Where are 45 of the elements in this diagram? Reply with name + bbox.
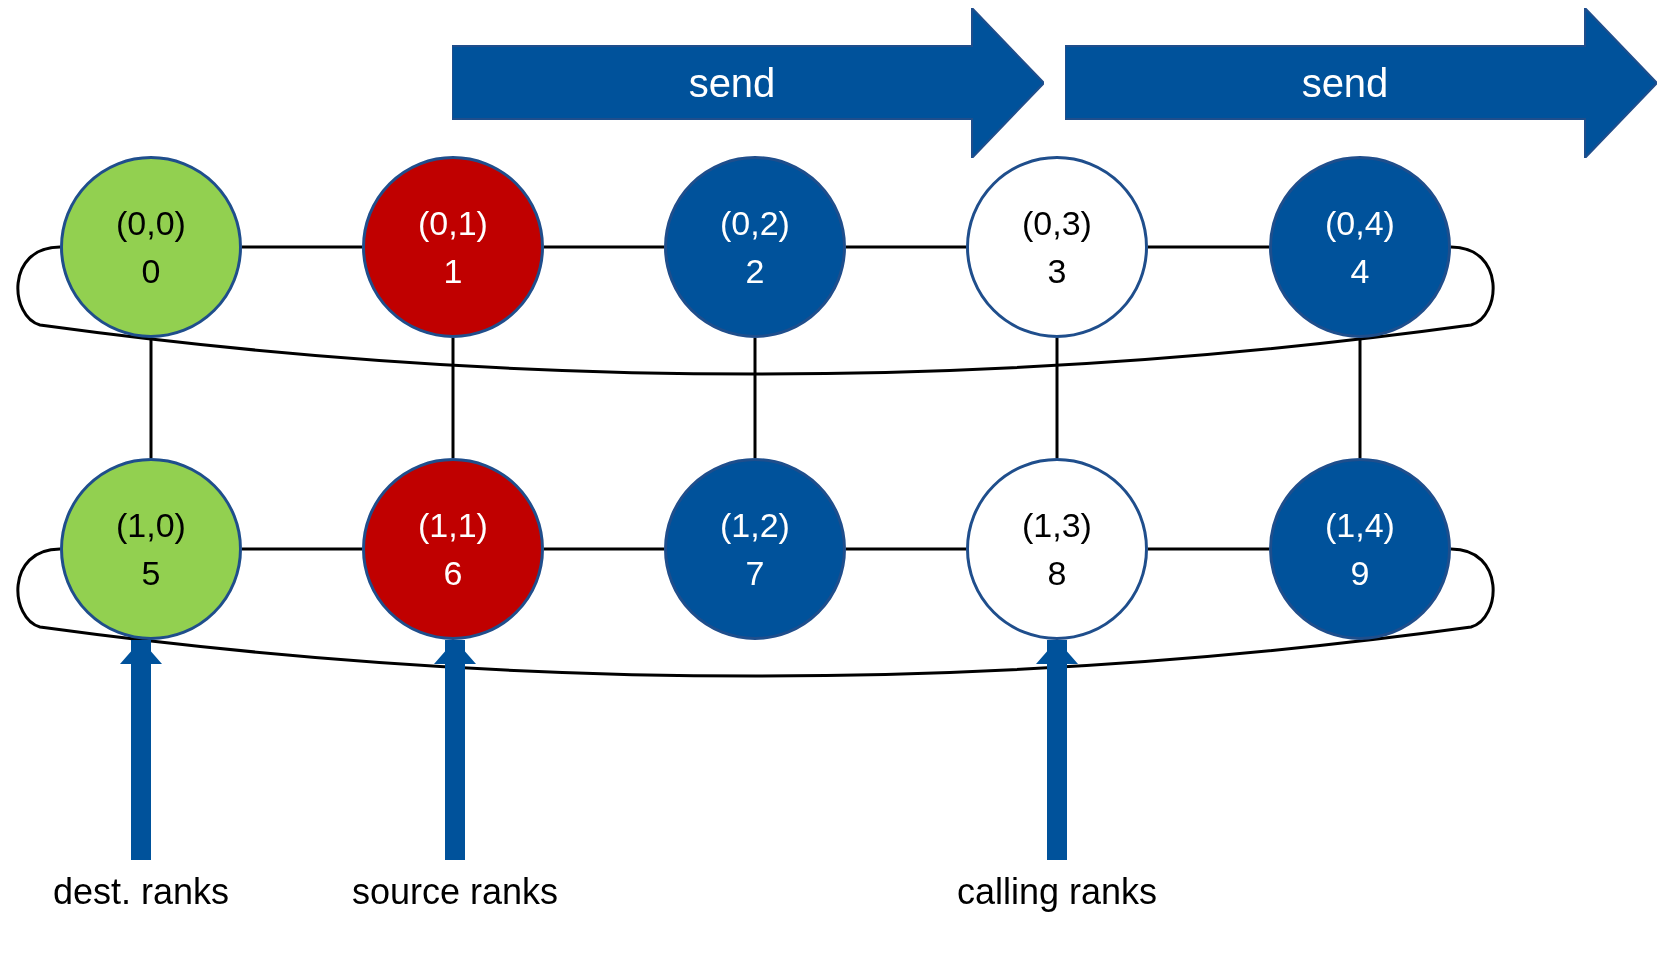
pointer-arrow	[434, 640, 476, 860]
coordinate-label: (1,2)	[720, 505, 790, 546]
send-arrow	[1065, 8, 1657, 158]
coordinate-label: (0,3)	[1022, 203, 1092, 244]
rank-number: 4	[1350, 251, 1370, 292]
caption-text: dest. ranks	[41, 866, 241, 919]
send-arrow	[452, 8, 1044, 158]
connection-line	[846, 245, 966, 249]
arrow-label: send	[688, 60, 776, 105]
connection-line	[1148, 547, 1269, 551]
connection-line	[846, 547, 966, 551]
rank-number: 0	[141, 251, 161, 292]
connection-line	[1055, 338, 1059, 458]
connection-line	[16, 245, 1495, 376]
rank-number: 7	[745, 553, 765, 594]
connection-line	[451, 338, 455, 458]
rank-number: 6	[443, 553, 463, 594]
pointer-arrow	[120, 640, 162, 860]
connection-line	[753, 338, 757, 458]
coordinate-label: (0,2)	[720, 203, 790, 244]
connection-line	[242, 245, 362, 249]
coordinate-label: (0,1)	[418, 203, 488, 244]
coordinate-label: (1,3)	[1022, 505, 1092, 546]
coordinate-label: (1,1)	[418, 505, 488, 546]
rank-number: 1	[443, 251, 463, 292]
coordinate-label: (1,0)	[116, 505, 186, 546]
rank-number: 2	[745, 251, 765, 292]
rank-number: 9	[1350, 553, 1370, 594]
coordinate-label: (0,0)	[116, 203, 186, 244]
connection-line	[1358, 338, 1362, 458]
connection-line	[149, 338, 153, 458]
arrow-label: send	[1301, 60, 1389, 105]
caption-text: calling ranks	[947, 866, 1167, 919]
rank-number: 3	[1047, 251, 1067, 292]
coordinate-label: (1,4)	[1325, 505, 1395, 546]
connection-line	[242, 547, 362, 551]
connection-line	[1148, 245, 1269, 249]
connection-line	[544, 245, 664, 249]
caption-text: source ranks	[345, 866, 565, 919]
connection-line	[16, 547, 1495, 678]
coordinate-label: (0,4)	[1325, 203, 1395, 244]
connection-line	[544, 547, 664, 551]
rank-number: 5	[141, 553, 161, 594]
pointer-arrow	[1036, 640, 1078, 860]
rank-number: 8	[1047, 553, 1067, 594]
